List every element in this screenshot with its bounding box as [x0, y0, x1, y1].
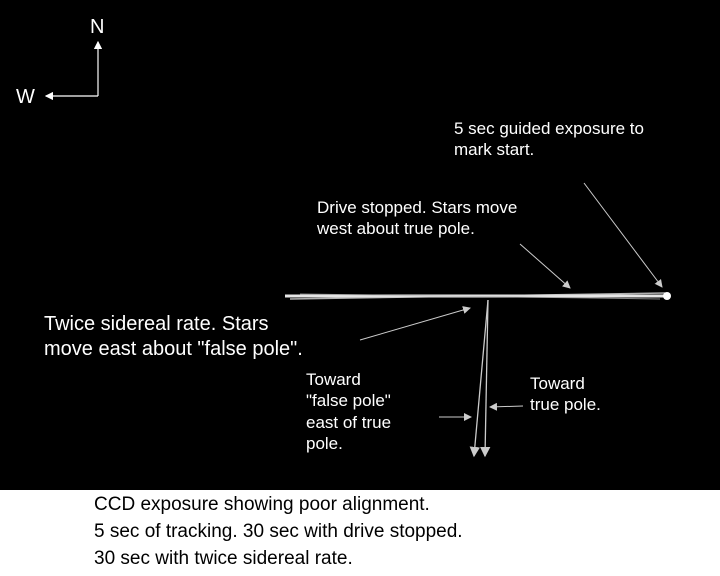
caption-line-1: CCD exposure showing poor alignment.: [94, 494, 430, 515]
toward-false-pole-note: Toward "false pole" east of true pole.: [306, 370, 392, 453]
compass-arrows-icon: [44, 40, 103, 101]
caption-line-2: 5 sec of tracking. 30 sec with drive sto…: [94, 521, 463, 542]
compass-west-label: W: [16, 86, 35, 108]
compass-north-label: N: [90, 16, 105, 38]
caption: CCD exposure showing poor alignment. 5 s…: [94, 491, 463, 572]
pole-trails: [469, 299, 491, 458]
guided-exposure-note: 5 sec guided exposure to mark start.: [454, 119, 644, 160]
caption-line-3: 30 sec with twice sidereal rate.: [94, 548, 353, 569]
ccd-exposure-image: N W 5 sec guided exposure to mark start.…: [0, 0, 720, 490]
twice-sidereal-note: Twice sidereal rate. Stars move east abo…: [44, 313, 303, 360]
star-trail-drawing: [44, 40, 671, 458]
drive-stopped-note: Drive stopped. Stars move west about tru…: [317, 198, 518, 239]
annotation-pointers: [359, 182, 663, 421]
star-trail: [285, 292, 671, 300]
toward-true-pole-note: Toward true pole.: [530, 374, 601, 415]
